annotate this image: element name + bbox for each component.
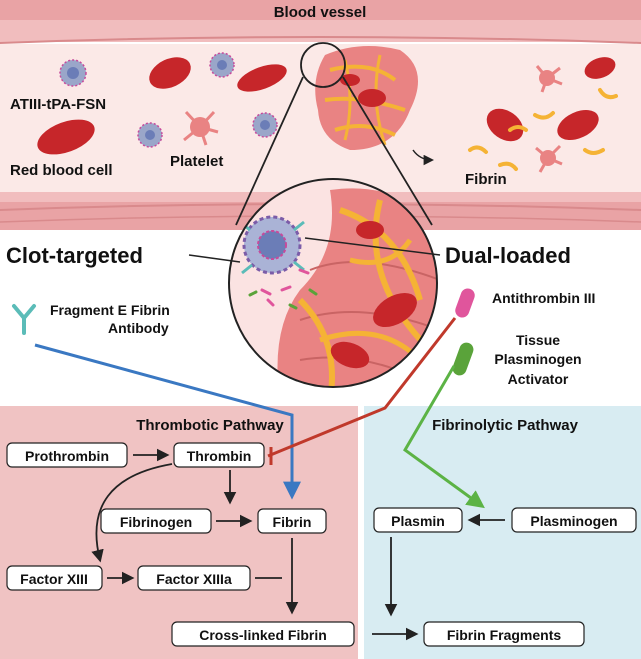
platelet-icon (535, 65, 563, 93)
node-fragments: Fibrin Fragments (447, 627, 562, 643)
antithrombin-capsule-icon (455, 288, 475, 318)
fibrinolytic-title: Fibrinolytic Pathway (432, 417, 579, 434)
thrombotic-title: Thrombotic Pathway (136, 417, 284, 434)
node-crosslinked: Cross-linked Fibrin (199, 627, 327, 643)
zoom-detail (228, 178, 438, 388)
nanoparticle-icon (252, 112, 278, 138)
antithrombin-label: Antithrombin III (492, 290, 595, 306)
tpa-label-line1: Tissue (516, 332, 560, 348)
pathway-arrows (91, 448, 505, 641)
clot-in-vessel (315, 46, 418, 150)
antibody-label-line2: Antibody (108, 320, 169, 336)
node-fibrinogen-box (100, 508, 212, 534)
antithrombin-inhibition-line (267, 317, 457, 458)
node-factor-xiiia-box (137, 565, 251, 591)
tpa-label-line3: Activator (508, 371, 569, 387)
node-plasmin: Plasmin (391, 513, 445, 529)
clot-targeted-pointer (188, 254, 241, 263)
tpa-label-line2: Plasminogen (494, 351, 581, 367)
nanoparticle-icon (137, 122, 163, 148)
progress-arrow (412, 149, 435, 166)
node-fragments-box (423, 621, 585, 647)
node-thrombin-box (173, 442, 265, 468)
nanoparticle-icon (209, 52, 235, 78)
red-blood-cell-icon (486, 108, 524, 142)
node-plasminogen-box (511, 507, 637, 533)
dual-loaded-label: Dual-loaded (445, 243, 571, 268)
vessel-title: Blood vessel (274, 4, 367, 21)
node-plasmin-box (373, 507, 463, 533)
red-blood-cell-label: Red blood cell (10, 162, 113, 179)
node-prothrombin: Prothrombin (25, 448, 109, 464)
tpa-capsule-icon (452, 342, 474, 376)
platelet-icon (183, 110, 219, 146)
red-blood-cell-icon (37, 119, 95, 155)
node-factor-xiii: Factor XIII (20, 571, 88, 587)
node-crosslinked-box (171, 621, 355, 647)
red-blood-cell-icon (237, 64, 287, 92)
tpa-activation-arrow (403, 365, 485, 509)
fibrin-label: Fibrin (465, 171, 507, 188)
node-fibrin: Fibrin (273, 514, 312, 530)
node-factor-xiiia: Factor XIIIa (156, 571, 232, 587)
node-prothrombin-box (6, 442, 128, 468)
node-plasminogen: Plasminogen (530, 513, 617, 529)
fibrin-strands (468, 88, 618, 171)
antibody-targeting-arrow (34, 343, 301, 500)
nanoparticle-label: ATIII-tPA-FSN (10, 96, 106, 113)
red-blood-cell-icon (584, 57, 616, 79)
node-fibrin-box (257, 508, 327, 534)
zoom-line-right (342, 76, 433, 226)
antibody-label-line1: Fragment E Fibrin (50, 302, 170, 318)
clot-targeted-label: Clot-targeted (6, 243, 143, 268)
platelet-icon (535, 144, 563, 173)
zoom-line-left (235, 76, 304, 226)
node-factor-xiii-box (6, 565, 103, 591)
antibody-icon (12, 304, 36, 335)
dual-loaded-pointer (304, 237, 441, 256)
nanoparticle-icon (59, 59, 87, 87)
platelet-label: Platelet (170, 153, 223, 170)
node-thrombin: Thrombin (187, 448, 252, 464)
zoom-source-circle (300, 42, 346, 88)
node-fibrinogen: Fibrinogen (120, 514, 192, 530)
red-blood-cell-icon (557, 109, 599, 141)
red-blood-cell-icon (149, 57, 191, 89)
